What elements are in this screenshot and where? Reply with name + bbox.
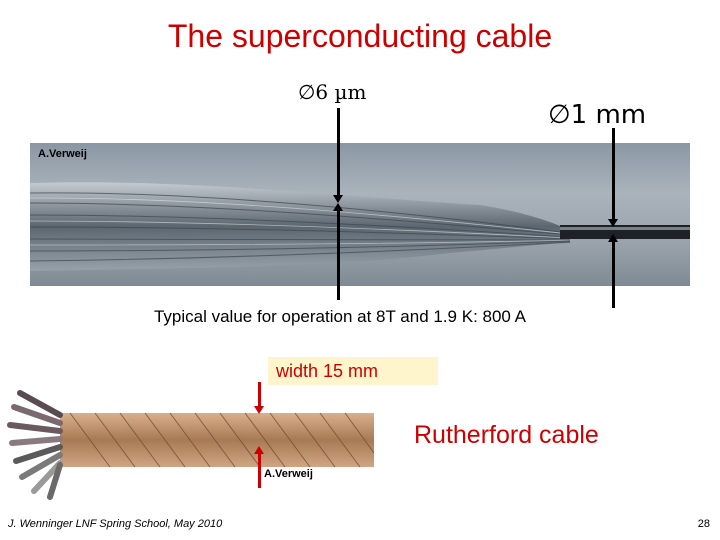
- filament-arrow-lower: [337, 208, 340, 300]
- strand-arrowhead-lower: [608, 234, 618, 242]
- rutherford-cable-label: Rutherford cable: [414, 421, 599, 449]
- slide-title: The superconducting cable: [167, 18, 553, 54]
- strand-arrow-lower: [612, 240, 615, 308]
- strand-diameter-label: ∅1 mm: [548, 100, 647, 130]
- rutherford-cable-photo: A.Verweij: [0, 385, 374, 500]
- filament-arrow-upper: [337, 108, 340, 196]
- strand-photo: A.Verweij: [30, 143, 690, 286]
- strand-arrow-upper: [612, 128, 615, 220]
- width-arrowhead-upper: [254, 406, 264, 414]
- width-arrowhead-lower: [254, 446, 264, 454]
- photo-credit-bottom: A.Verweij: [264, 468, 313, 480]
- footer-author: J. Wenninger LNF Spring School, May 2010: [8, 518, 223, 530]
- cable-width-label: width 15 mm: [268, 357, 438, 385]
- photo-credit-top: A.Verweij: [38, 148, 87, 160]
- filament-arrowhead-upper: [333, 195, 343, 203]
- filament-arrowhead-lower: [333, 203, 343, 211]
- width-arrow-upper: [258, 382, 261, 408]
- page-number: 28: [697, 518, 710, 530]
- strand-illustration: [30, 182, 690, 271]
- strand-arrowhead-upper: [608, 219, 618, 227]
- filament-diameter-label: ∅6 µm: [298, 80, 367, 104]
- width-arrow-lower: [258, 452, 261, 488]
- rutherford-cable-illustration: [7, 390, 374, 500]
- typical-value-text: Typical value for operation at 8T and 1.…: [153, 307, 527, 326]
